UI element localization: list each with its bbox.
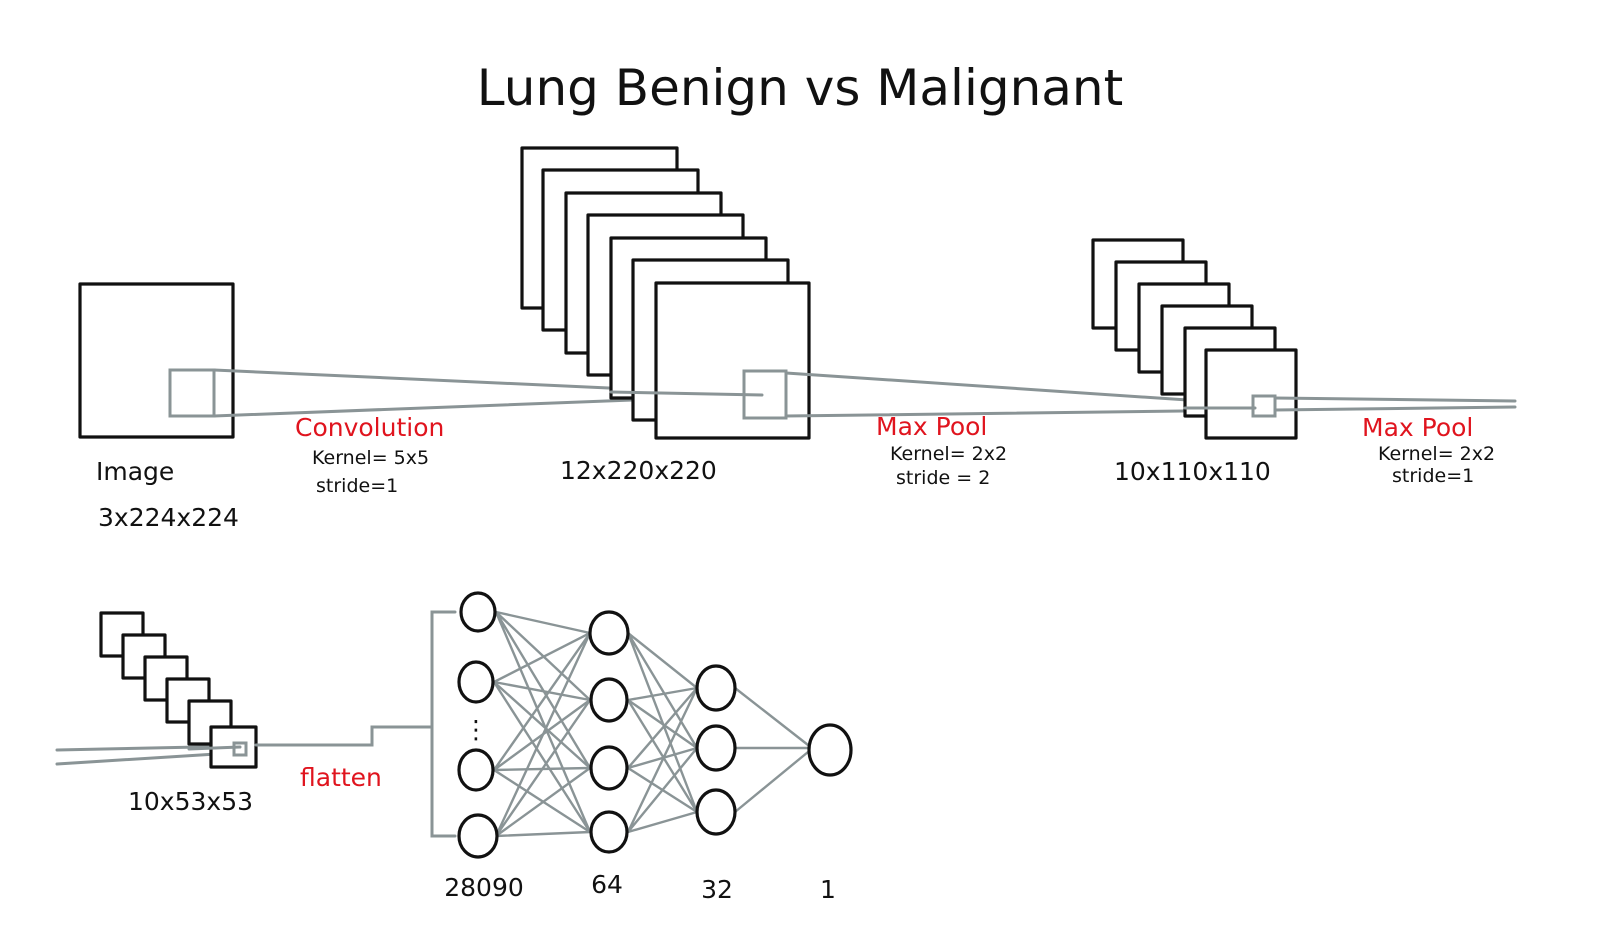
dense-layer-3-neurons (695, 664, 737, 836)
conv-output-shape-label: 12x220x220 (560, 456, 717, 485)
dense-connections (492, 610, 810, 838)
input-shape-label: 3x224x224 (98, 503, 239, 532)
input-kernel-window (168, 368, 216, 418)
convolution-stride-label: stride=1 (316, 475, 398, 497)
maxpool2-stride-label: stride=1 (1392, 465, 1474, 487)
neuron-ellipsis: ⋮ (464, 715, 489, 744)
pool2-window (232, 741, 248, 757)
diagram-title: Lung Benign vs Malignant (477, 59, 1123, 117)
neuron (695, 788, 737, 836)
dense-layer-1-neurons: ⋮ (457, 591, 499, 859)
pool1-output-shape-label: 10x110x110 (1114, 457, 1271, 486)
neuron (457, 813, 499, 859)
neuron (459, 591, 497, 633)
pool2-output-shape-label: 10x53x53 (128, 787, 253, 816)
dense-layer-3-units-label: 32 (701, 875, 733, 904)
pool1-pool-window (1251, 394, 1277, 418)
neuron (695, 664, 737, 712)
convolution-kernel-label: Kernel= 5x5 (312, 447, 429, 469)
pool2-feature-map-stack (99, 611, 258, 769)
maxpool2-label: Max Pool (1362, 413, 1473, 442)
input-image-square (78, 282, 235, 439)
neuron (695, 724, 737, 772)
input-image-block (78, 282, 235, 439)
pool1-feature-map-front (1204, 348, 1298, 440)
output-units-label: 1 (820, 875, 836, 904)
maxpool1-stride-label: stride = 2 (896, 467, 990, 489)
maxpool2-connector-out (1273, 396, 1517, 412)
conv-feature-map-stack (520, 146, 811, 440)
maxpool1-kernel-label: Kernel= 2x2 (890, 443, 1007, 465)
neuron (589, 745, 629, 791)
neuron (807, 723, 853, 777)
neuron (588, 610, 630, 656)
conv-feature-map-front (654, 281, 811, 440)
dense-layer-1-units-label: 28090 (444, 873, 524, 902)
neuron (589, 677, 629, 723)
conv-pool-window (742, 369, 788, 420)
output-neuron (807, 723, 853, 777)
maxpool1-label: Max Pool (876, 412, 987, 441)
neuron (589, 810, 629, 854)
input-label: Image (96, 457, 174, 486)
dense-layer-2-neurons (588, 610, 630, 854)
maxpool1-connector (784, 371, 1264, 418)
flatten-connector (254, 610, 457, 838)
neuron (457, 660, 495, 704)
maxpool2-kernel-label: Kernel= 2x2 (1378, 443, 1495, 465)
convolution-label: Convolution (295, 413, 444, 442)
neuron (457, 748, 495, 792)
flatten-label: flatten (300, 763, 382, 792)
dense-layer-2-units-label: 64 (591, 870, 623, 899)
pool1-feature-map-stack (1091, 238, 1298, 440)
